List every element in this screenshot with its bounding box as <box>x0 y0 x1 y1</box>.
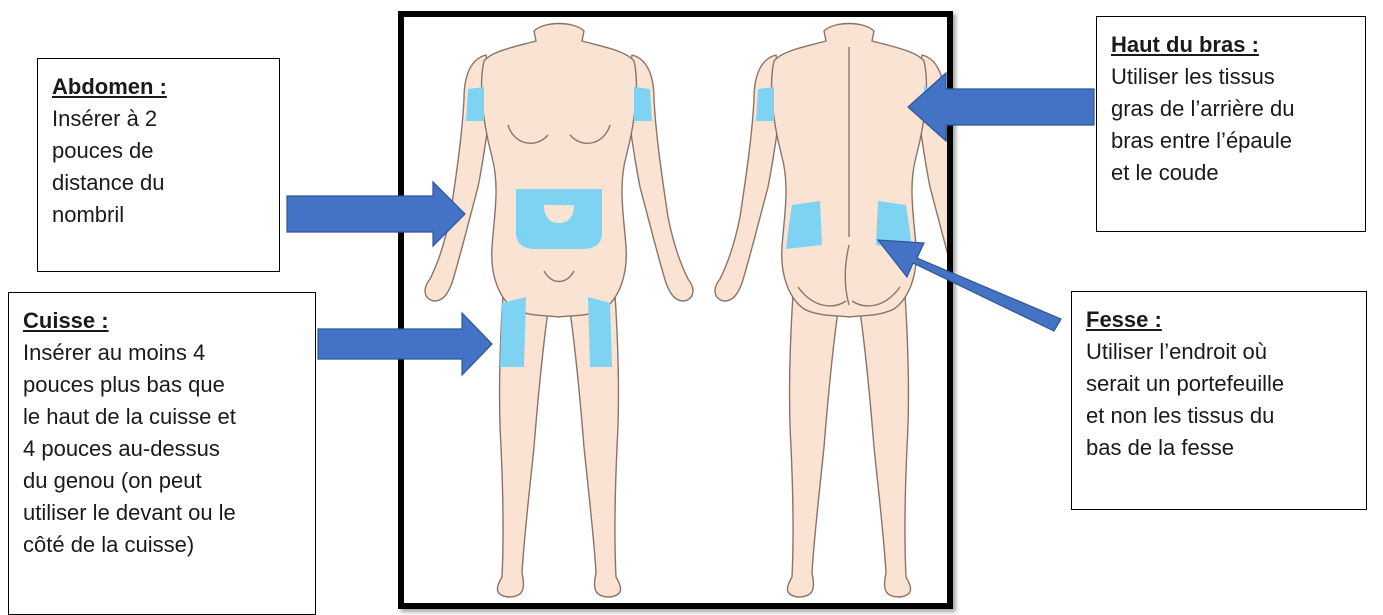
abdomen-callout: Abdomen : Insérer à 2 pouces de distance… <box>37 58 280 272</box>
back-left-leg <box>787 279 840 597</box>
cuisse-line: 4 pouces au-dessus <box>23 433 301 465</box>
cuisse-line: Insérer au moins 4 <box>23 337 301 369</box>
front-body-figure <box>425 24 693 598</box>
abdomen-line: distance du <box>52 167 265 199</box>
front-thigh-right-zone <box>588 297 612 367</box>
front-upper-arm-right-zone <box>634 87 652 121</box>
back-upper-arm-right-zone <box>924 87 942 121</box>
fesse-line: Utiliser l’endroit où <box>1086 336 1352 368</box>
back-right-leg <box>858 279 911 597</box>
cuisse-line: utiliser le devant ou le <box>23 497 301 529</box>
body-diagram-frame <box>398 11 953 609</box>
abdomen-line: pouces de <box>52 135 265 167</box>
cuisse-line: côté de la cuisse) <box>23 529 301 561</box>
bras-line: Utiliser les tissus <box>1111 61 1351 93</box>
bras-line: bras entre l’épaule <box>1111 125 1351 157</box>
front-thigh-left-zone <box>500 297 526 367</box>
cuisse-line: pouces plus bas que <box>23 369 301 401</box>
cuisse-line: le haut de la cuisse et <box>23 401 301 433</box>
cuisse-title: Cuisse : <box>23 305 301 337</box>
bras-line: et le coude <box>1111 157 1351 189</box>
abdomen-title: Abdomen : <box>52 71 265 103</box>
cuisse-line: du genou (on peut <box>23 465 301 497</box>
fesse-title: Fesse : <box>1086 304 1352 336</box>
bras-title: Haut du bras : <box>1111 29 1351 61</box>
fesse-line: serait un portefeuille <box>1086 368 1352 400</box>
front-upper-arm-left-zone <box>466 87 484 121</box>
fesse-line: et non les tissus du <box>1086 400 1352 432</box>
back-body-figure <box>715 24 947 598</box>
abdomen-line: Insérer à 2 <box>52 103 265 135</box>
bras-callout: Haut du bras : Utiliser les tissus gras … <box>1096 16 1366 232</box>
fesse-callout: Fesse : Utiliser l’endroit où serait un … <box>1071 291 1367 510</box>
fesse-line: bas de la fesse <box>1086 432 1352 464</box>
bras-line: gras de l’arrière du <box>1111 93 1351 125</box>
body-diagram <box>404 17 947 603</box>
cuisse-callout: Cuisse : Insérer au moins 4 pouces plus … <box>8 292 316 615</box>
front-torso <box>482 24 637 318</box>
abdomen-line: nombril <box>52 199 265 231</box>
back-upper-arm-left-zone <box>756 87 774 121</box>
